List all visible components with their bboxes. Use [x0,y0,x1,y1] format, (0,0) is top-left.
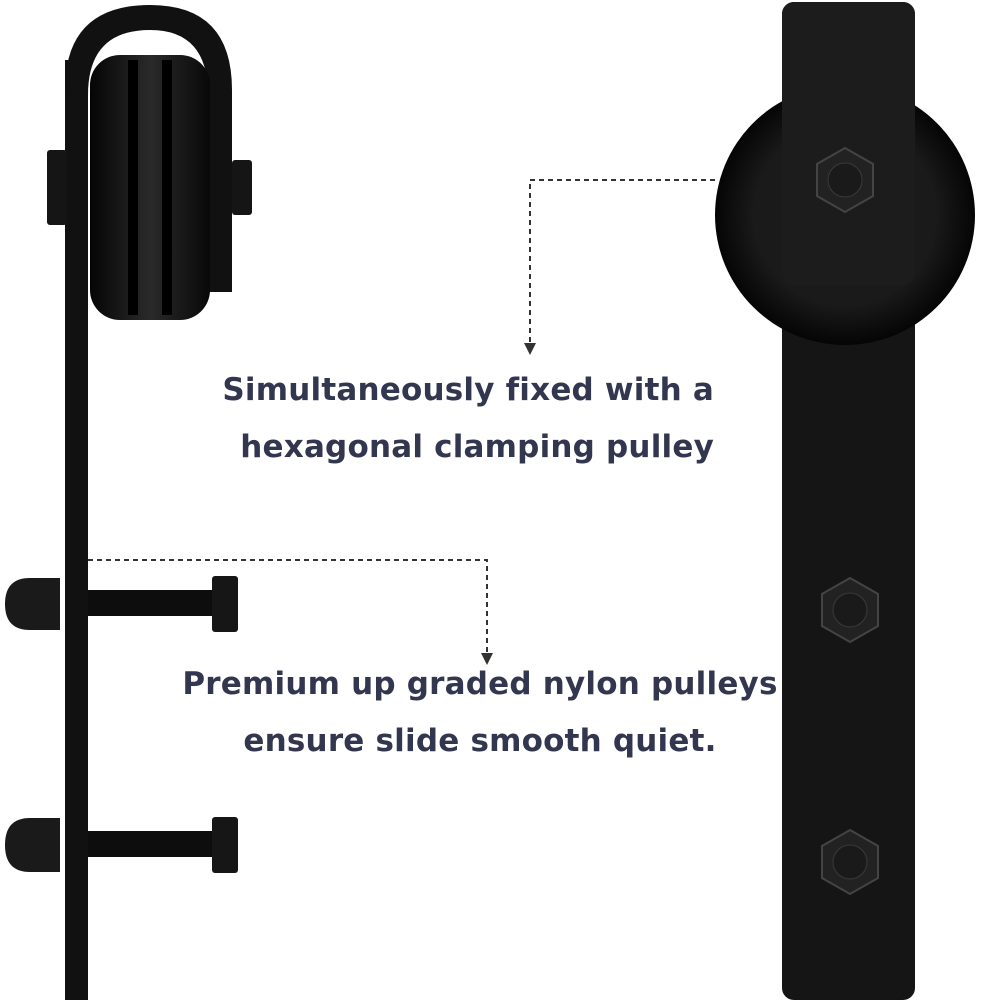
axle-nut-right [232,160,252,215]
hex-bolt-middle [821,576,879,644]
acorn-nut [5,818,60,872]
callout-line-1 [529,179,715,345]
arrow-down-icon [524,343,536,355]
hex-bolt-bottom [821,828,879,896]
hex-bolt-wheel [816,146,874,214]
bolt-upper [5,576,238,632]
callout-line: Premium up graded nylon pulleys [182,666,778,702]
callout-text-nylon-pulleys: Premium up graded nylon pulleys ensure s… [180,656,780,770]
callout-line: hexagonal clamping pulley [240,429,714,465]
hex-head [212,576,238,632]
acorn-nut [5,578,60,630]
threaded-rod [88,831,214,857]
axle-nut-left [47,150,67,225]
callout-text-clamping-pulley: Simultaneously fixed with a hexagonal cl… [222,362,714,476]
hanger-side-view [5,5,252,1000]
callout-line: ensure slide smooth quiet. [243,723,717,759]
hanger-hook [65,5,232,292]
wheel-side [90,55,210,320]
hanger-front-view [715,2,975,1000]
callout-line-2 [88,559,488,655]
threaded-rod [88,590,214,616]
arrow-down-icon [481,653,493,665]
bolt-lower [5,817,238,873]
callout-line: Simultaneously fixed with a [222,372,714,408]
hanger-strap [65,60,88,1000]
hex-head [212,817,238,873]
clamp-plate [782,2,915,285]
